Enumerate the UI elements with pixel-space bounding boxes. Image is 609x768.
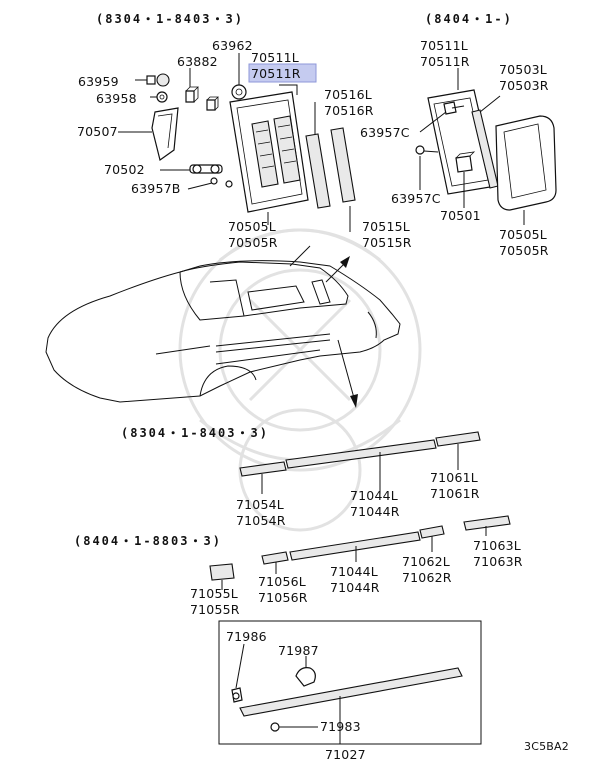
part-71986-clip	[231, 643, 245, 703]
part-63957C-screw-lower	[415, 145, 439, 190]
part-71027-molding	[239, 667, 463, 744]
label-70505R-b: 70505R	[499, 243, 549, 258]
label-71044R-b: 71044R	[330, 580, 380, 595]
part-labels: 63962 70511L 70511R 63959 63882 63958 70…	[77, 38, 569, 762]
label-70505L-b: 70505L	[499, 227, 547, 242]
car-outline	[45, 245, 401, 403]
section-header-1: (8304・1-8403・3)	[96, 12, 244, 26]
section-header-3: (8304・1-8403・3)	[121, 426, 269, 440]
label-71056L: 71056L	[258, 574, 306, 589]
label-71987: 71987	[278, 643, 319, 658]
part-63959-bolt	[135, 73, 170, 87]
part-63957C-screw-upper	[419, 101, 465, 133]
diagram-code: 3C5BA2	[524, 740, 569, 753]
label-71063L: 71063L	[473, 538, 521, 553]
label-63882: 63882	[177, 54, 218, 69]
part-70505-cover	[495, 115, 557, 225]
label-70511R-b: 70511R	[420, 54, 470, 69]
label-70501: 70501	[440, 208, 481, 223]
part-70511-frame	[427, 68, 497, 195]
part-63882-clip	[185, 68, 199, 103]
part-63958-washer	[150, 91, 168, 103]
group-side-moldings-late	[209, 515, 511, 590]
part-70507-bracket	[118, 107, 179, 162]
label-63962: 63962	[212, 38, 253, 53]
label-70507: 70507	[77, 124, 118, 139]
group-late-quarter-trim	[415, 68, 557, 225]
label-70503L: 70503L	[499, 62, 547, 77]
part-71044-molding	[285, 439, 437, 494]
arrow-to-quarter-trim	[325, 256, 350, 283]
label-70505R-a: 70505R	[228, 235, 278, 250]
label-70511R-a: 70511R	[251, 66, 301, 81]
label-70511L-a: 70511L	[251, 50, 299, 65]
label-70502: 70502	[104, 162, 145, 177]
label-70516R: 70516R	[324, 103, 374, 118]
label-63957C-a: 63957C	[360, 125, 410, 140]
label-63957B: 63957B	[131, 181, 181, 196]
part-70502-rod	[160, 164, 223, 174]
label-71027: 71027	[325, 747, 366, 762]
label-71044L-b: 71044L	[330, 564, 378, 579]
label-63957C-b: 63957C	[391, 191, 441, 206]
section-header-4: (8404・1-8803・3)	[74, 534, 222, 548]
label-70505L-a: 70505L	[228, 219, 276, 234]
label-71044L-a: 71044L	[350, 488, 398, 503]
label-71055R: 71055R	[190, 602, 240, 617]
part-70515-strip	[330, 127, 356, 232]
label-71054L: 71054L	[236, 497, 284, 512]
label-71986: 71986	[226, 629, 267, 644]
label-71061R: 71061R	[430, 486, 480, 501]
part-71061-molding	[435, 431, 481, 470]
label-70511L-b: 70511L	[420, 38, 468, 53]
group-early-quarter-trim	[118, 53, 356, 232]
label-71062L: 71062L	[402, 554, 450, 569]
part-71044-molding-late	[289, 531, 421, 562]
part-71063-molding	[463, 515, 511, 536]
part-71056-molding	[261, 551, 289, 574]
label-70515R: 70515R	[362, 235, 412, 250]
part-71983-screw	[270, 722, 318, 732]
label-70515L: 70515L	[362, 219, 410, 234]
part-70505-louvre-frame	[229, 84, 309, 225]
label-63958: 63958	[96, 91, 137, 106]
arrow-to-side-molding	[337, 339, 358, 408]
label-71062R: 71062R	[402, 570, 452, 585]
label-71054R: 71054R	[236, 513, 286, 528]
label-70516L: 70516L	[324, 87, 372, 102]
part-small-spacer	[206, 96, 219, 111]
part-71055-molding	[209, 563, 235, 590]
label-71055L: 71055L	[190, 586, 238, 601]
label-71063R: 71063R	[473, 554, 523, 569]
part-70516-strip	[305, 102, 331, 209]
part-63957B-screws	[187, 177, 233, 190]
box-71027	[218, 620, 482, 745]
label-70503R: 70503R	[499, 78, 549, 93]
highlight-70511R	[248, 63, 317, 83]
label-63959: 63959	[78, 74, 119, 89]
label-71983: 71983	[320, 719, 361, 734]
label-71056R: 71056R	[258, 590, 308, 605]
part-63962-cap	[231, 53, 247, 100]
group-71027-box	[218, 620, 482, 745]
part-71054-molding	[239, 461, 287, 494]
section-header-2: (8404・1-)	[425, 12, 513, 26]
label-71044R-a: 71044R	[350, 504, 400, 519]
part-71987-clip	[295, 656, 316, 687]
part-70501-clip	[455, 151, 476, 208]
watermark-emblem	[178, 228, 422, 532]
part-71062-molding	[419, 525, 445, 552]
label-71061L: 71061L	[430, 470, 478, 485]
group-side-moldings-early	[239, 431, 481, 494]
